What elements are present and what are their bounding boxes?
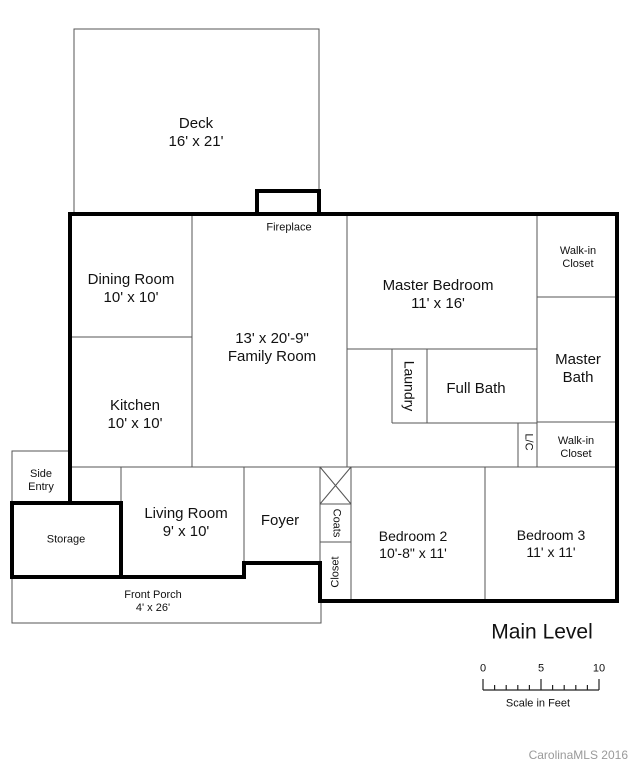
room-size: 11' x 16' <box>411 295 465 312</box>
room-coats: Coats <box>329 508 343 538</box>
room-name: L/C <box>522 433 535 451</box>
room-linen-closet: L/C <box>521 433 535 451</box>
storage-wall <box>10 501 123 579</box>
room-name: Kitchen <box>109 397 161 414</box>
room-name: Living Room <box>144 505 228 522</box>
exterior-wall <box>68 212 619 603</box>
watermark: CarolinaMLS 2016 <box>528 748 628 762</box>
room-name-line1: Walk-in <box>559 244 597 257</box>
room-closet: Closet <box>329 556 342 587</box>
room-name: Deck <box>178 115 214 132</box>
room-name: Dining Room <box>87 271 175 288</box>
room-name-line2: Bath <box>562 369 594 386</box>
room-walkin-closet-1: Walk-in Closet <box>560 245 596 271</box>
room-name: Foyer <box>260 512 300 529</box>
front-porch-outline <box>11 577 322 624</box>
room-name: Bedroom 2 <box>378 528 448 545</box>
room-name: Front Porch <box>124 588 182 601</box>
room-size: 10'-8" x 11' <box>379 545 447 561</box>
room-living: Living Room 9' x 10' <box>144 505 227 541</box>
room-name: Storage <box>46 533 86 546</box>
room-name-line2: Entry <box>28 481 54 493</box>
room-name: Coats <box>330 508 343 538</box>
room-foyer: Foyer <box>261 512 299 530</box>
room-dining: Dining Room 10' x 10' <box>88 271 175 307</box>
room-family: 13' x 20'-9" Family Room <box>228 330 316 366</box>
room-side-entry: Side Entry <box>28 468 54 494</box>
scale-bar <box>482 679 600 691</box>
plan-title: Main Level <box>491 620 593 644</box>
room-kitchen: Kitchen 10' x 10' <box>108 397 163 433</box>
room-front-porch: Front Porch 4' x 26' <box>124 589 181 615</box>
room-bedroom-2: Bedroom 2 10'-8" x 11' <box>379 528 447 562</box>
room-fireplace: Fireplace <box>266 221 311 234</box>
room-laundry: Laundry <box>401 360 418 412</box>
scale-tick-0: 0 <box>479 662 487 675</box>
room-full-bath: Full Bath <box>446 380 505 398</box>
room-master-bath: Master Bath <box>555 351 601 387</box>
room-name: Family Room <box>227 348 317 365</box>
room-master-bedroom: Master Bedroom 11' x 16' <box>383 277 494 313</box>
room-name-line1: Master <box>555 351 601 368</box>
room-name: Master Bedroom <box>382 277 494 294</box>
room-name-line1: Walk-in <box>557 434 595 447</box>
scale-tick-10: 10 <box>592 662 606 675</box>
room-size: 9' x 10' <box>162 523 210 540</box>
room-name-line2: Closet <box>560 448 592 460</box>
room-storage: Storage <box>47 533 86 546</box>
room-size: 11' x 11' <box>526 544 576 560</box>
room-name: Full Bath <box>446 380 506 397</box>
room-walkin-closet-2: Walk-in Closet <box>558 435 594 461</box>
room-name: Bedroom 3 <box>516 527 586 544</box>
room-name: Fireplace <box>266 221 312 234</box>
fireplace-hearth <box>255 189 321 214</box>
room-deck: Deck 16' x 21' <box>169 115 224 151</box>
room-size: 16' x 21' <box>168 133 224 150</box>
room-name: Laundry <box>401 360 418 412</box>
room-name-line2: Closet <box>562 258 594 270</box>
room-name: Closet <box>329 556 342 588</box>
room-name-line1: Side <box>29 467 53 480</box>
room-size: 10' x 10' <box>107 415 163 432</box>
room-size: 4' x 26' <box>135 602 171 614</box>
scale-label: Scale in Feet <box>505 697 571 710</box>
room-bedroom-3: Bedroom 3 11' x 11' <box>517 527 585 561</box>
room-size: 10' x 10' <box>103 289 159 306</box>
room-size: 13' x 20'-9" <box>235 330 309 347</box>
scale-tick-5: 5 <box>537 662 545 675</box>
